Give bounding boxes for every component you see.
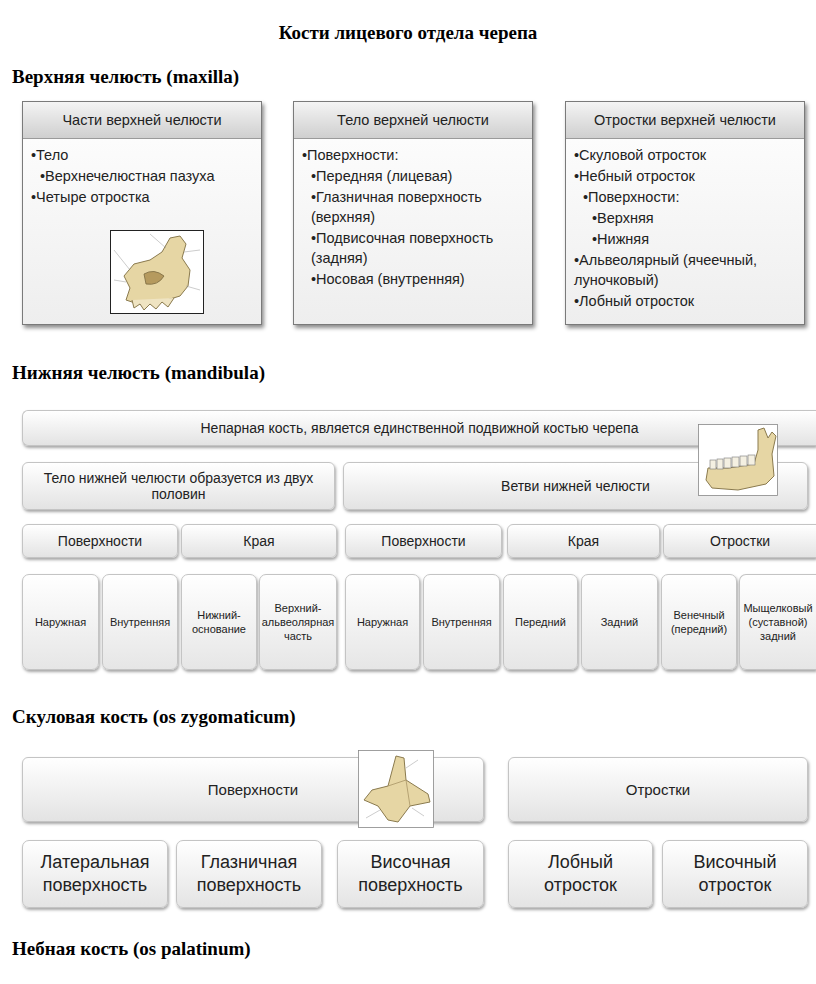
category-bar: Поверхности (22, 524, 178, 558)
category-bar: Непарная кость, является единственной по… (22, 410, 816, 446)
bullet-item: •Скуловой отросток (566, 145, 804, 165)
bullet-item: •Поверхности: (566, 187, 804, 207)
box-label: Глазничная поверхность (183, 851, 315, 898)
category-bar: Глазничная поверхность (176, 840, 322, 908)
bullet-item: •Подвисочная поверхность (задняя) (294, 228, 532, 268)
section-heading: Нижняя челюсть (mandibula) (12, 362, 265, 384)
term-box: Задний (581, 574, 658, 670)
box-label: Края (243, 533, 274, 549)
section-heading: Скуловая кость (os zygomaticum) (12, 706, 296, 728)
bullet-item: •Нижняя (566, 229, 804, 249)
bullet-item: •Глазничная поверхность (верхняя) (294, 187, 532, 227)
bullet-item: •Носовая (внутренняя) (294, 269, 532, 289)
box-label: Края (568, 533, 599, 549)
zygomatic-illustration (358, 750, 434, 828)
term-box: Венечный (передний) (661, 574, 737, 670)
box-label: Непарная кость, является единственной по… (201, 420, 639, 436)
maxilla-illustration (110, 230, 204, 314)
box-label: Задний (601, 615, 639, 629)
category-bar: Отростки (508, 757, 808, 822)
box-label: Ветви нижней челюсти (501, 478, 650, 494)
category-bar: Тело нижней челюсти образуется из двух п… (22, 462, 335, 510)
category-bar: Отростки (663, 524, 816, 558)
category-bar: Лобный отросток (508, 840, 653, 908)
term-box: Внутренняя (423, 574, 500, 670)
term-box: Нижний-основание (181, 574, 257, 670)
category-bar: Височный отросток (662, 840, 808, 908)
box-label: Внутренняя (431, 615, 491, 629)
bullet-item: •Верхняя (566, 208, 804, 228)
box-label: Верхний-альвеолярная часть (262, 601, 335, 644)
box-label: Передний (515, 615, 566, 629)
mandible-illustration (698, 424, 778, 496)
box-label: Поверхности (208, 781, 298, 798)
box-label: Наружная (357, 615, 408, 629)
box-label: Латеральная поверхность (29, 851, 161, 898)
category-bar: Края (181, 524, 337, 558)
box-label: Отростки (710, 533, 770, 549)
bullet-item: •Лобный отросток (566, 291, 804, 311)
bullet-item: •Передняя (лицевая) (294, 166, 532, 186)
section-heading: Верхняя челюсть (maxilla) (12, 66, 239, 88)
category-bar: Края (507, 524, 660, 558)
info-panel: Тело верхней челюсти •Поверхности:•Передн… (293, 101, 533, 325)
term-box: Верхний-альвеолярная часть (259, 574, 337, 670)
box-label: Мыщелковый (суставной) задний (743, 601, 813, 644)
term-box: Передний (503, 574, 578, 670)
box-label: Поверхности (58, 533, 142, 549)
bullet-item: •Четыре отростка (23, 187, 261, 207)
term-box: Внутренняя (102, 574, 178, 670)
panel-header: Тело верхней челюсти (294, 102, 532, 139)
bullet-item: •Альвеолярный (ячеечный, луночковый) (566, 250, 804, 290)
box-label: Нижний-основание (185, 608, 253, 637)
panel-header: Части верхней челюсти (23, 102, 261, 139)
bullet-item: •Верхнечелюстная пазуха (23, 166, 261, 186)
bullet-item: •Небный отросток (566, 166, 804, 186)
info-panel: Отростки верхней челюсти •Скуловой отрост… (565, 101, 805, 325)
panel-header: Отростки верхней челюсти (566, 102, 804, 139)
bullet-item: •Поверхности: (294, 145, 532, 165)
box-label: Наружная (35, 615, 86, 629)
bullet-item: •Тело (23, 145, 261, 165)
box-label: Поверхности (381, 533, 465, 549)
term-box: Мыщелковый (суставной) задний (739, 574, 816, 670)
term-box: Наружная (345, 574, 420, 670)
category-bar: Латеральная поверхность (22, 840, 168, 908)
box-label: Височный отросток (669, 851, 801, 898)
box-label: Лобный отросток (515, 851, 646, 898)
box-label: Тело нижней челюсти образуется из двух п… (31, 470, 326, 502)
category-bar: Поверхности (345, 524, 502, 558)
category-bar: Височная поверхность (337, 840, 484, 908)
term-box: Наружная (22, 574, 99, 670)
box-label: Отростки (626, 781, 691, 798)
box-label: Внутренняя (110, 615, 170, 629)
box-label: Венечный (передний) (665, 608, 733, 637)
box-label: Височная поверхность (344, 851, 477, 898)
section-heading: Небная кость (os palatinum) (12, 938, 251, 960)
diagram-title: Кости лицевого отдела черепа (0, 22, 816, 44)
